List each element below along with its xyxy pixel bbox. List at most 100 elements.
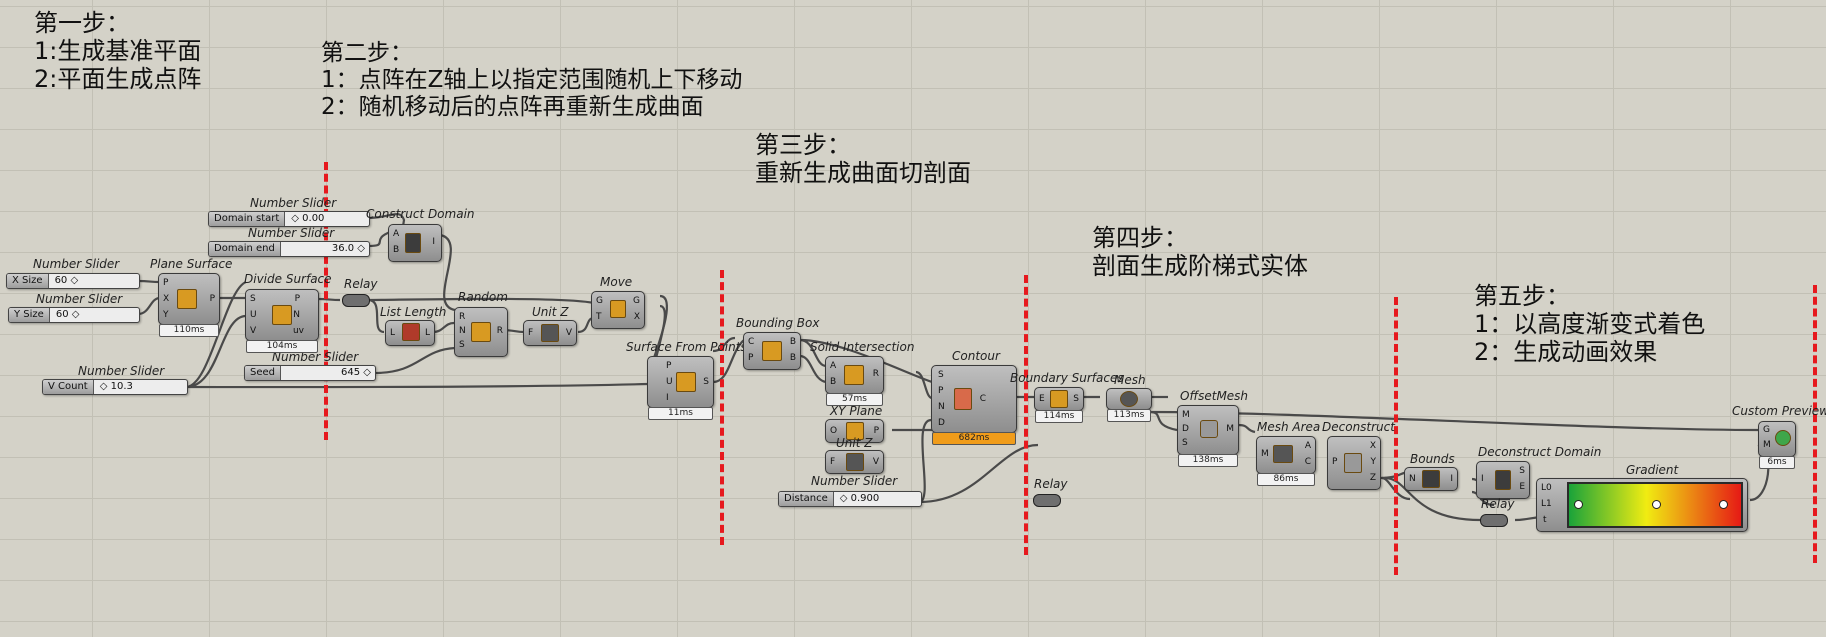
gradient-stop-handle[interactable] bbox=[1652, 500, 1661, 509]
output-pin[interactable]: I bbox=[1450, 474, 1453, 484]
input-pin[interactable]: S bbox=[459, 340, 465, 350]
input-pin[interactable]: P bbox=[938, 386, 944, 396]
output-pin[interactable]: V bbox=[872, 457, 879, 467]
gradient-component[interactable]: L0 L1 t bbox=[1536, 478, 1748, 532]
input-pin[interactable]: I bbox=[666, 393, 669, 403]
unit-z-component[interactable]: F V bbox=[825, 450, 884, 474]
input-pin[interactable]: T bbox=[596, 312, 602, 322]
slider-value[interactable]: ◇ 10.3 bbox=[99, 381, 133, 392]
xy-plane-component[interactable]: O P bbox=[825, 419, 884, 443]
output-pin[interactable]: uv bbox=[292, 326, 304, 336]
input-pin[interactable]: B bbox=[393, 245, 400, 255]
bounding-box-component[interactable]: C P B B bbox=[743, 332, 801, 370]
deconstruct-component[interactable]: P X Y Z bbox=[1327, 436, 1381, 490]
input-pin[interactable]: S bbox=[1182, 438, 1188, 448]
input-pin[interactable]: U bbox=[666, 377, 673, 387]
input-pin[interactable]: P bbox=[666, 361, 672, 371]
bounds-component[interactable]: N I bbox=[1404, 467, 1458, 491]
input-pin[interactable]: U bbox=[250, 310, 257, 320]
output-pin[interactable]: E bbox=[1519, 482, 1525, 492]
output-pin[interactable]: P bbox=[873, 426, 879, 436]
output-pin[interactable]: M bbox=[1226, 424, 1234, 434]
v-count-slider[interactable]: V Count ◇ 10.3 bbox=[42, 379, 188, 395]
gradient-stop-handle[interactable] bbox=[1719, 500, 1728, 509]
slider-value[interactable]: 60 ◇ bbox=[55, 309, 80, 320]
y-size-slider[interactable]: Y Size 60 ◇ bbox=[8, 307, 140, 323]
output-pin[interactable]: S bbox=[703, 377, 709, 387]
random-component[interactable]: R N S R bbox=[454, 307, 508, 357]
output-pin[interactable]: P bbox=[294, 294, 300, 304]
input-pin[interactable]: A bbox=[393, 229, 400, 239]
input-pin[interactable]: V bbox=[250, 326, 257, 336]
slider-value[interactable]: ◇ 0.00 bbox=[291, 213, 325, 224]
input-pin[interactable]: S bbox=[938, 370, 944, 380]
output-pin[interactable]: R bbox=[496, 326, 503, 336]
input-pin[interactable]: M bbox=[1261, 449, 1269, 459]
input-pin[interactable]: t bbox=[1543, 515, 1547, 525]
output-pin[interactable]: B bbox=[789, 337, 796, 347]
input-pin[interactable]: N bbox=[938, 402, 945, 412]
input-pin[interactable]: D bbox=[938, 418, 945, 428]
seed-slider[interactable]: Seed 645 ◇ bbox=[244, 365, 376, 381]
boundary-surfaces-component[interactable]: E S 114ms bbox=[1034, 387, 1084, 423]
input-pin[interactable]: S bbox=[250, 294, 256, 304]
output-pin[interactable]: B bbox=[789, 353, 796, 363]
slider-value[interactable]: ◇ 0.900 bbox=[839, 493, 880, 504]
relay-node[interactable] bbox=[342, 294, 370, 307]
output-pin[interactable]: R bbox=[872, 369, 879, 379]
construct-domain-component[interactable]: A B I bbox=[388, 224, 442, 262]
input-pin[interactable]: F bbox=[528, 328, 534, 338]
input-pin[interactable]: C bbox=[748, 337, 755, 347]
output-pin[interactable]: C bbox=[1304, 457, 1311, 467]
input-pin[interactable]: N bbox=[1409, 474, 1416, 484]
mesh-component[interactable]: 113ms bbox=[1106, 388, 1152, 422]
surface-from-points-component[interactable]: P U I S 11ms bbox=[647, 356, 714, 420]
domain-start-slider[interactable]: Domain start ◇ 0.00 bbox=[208, 211, 370, 227]
output-pin[interactable]: S bbox=[1519, 466, 1525, 476]
x-size-slider[interactable]: X Size 60 ◇ bbox=[6, 273, 140, 289]
output-pin[interactable]: S bbox=[1073, 394, 1079, 404]
input-pin[interactable]: M bbox=[1182, 410, 1190, 420]
domain-end-slider[interactable]: Domain end 36.0 ◇ bbox=[208, 241, 370, 257]
slider-value[interactable]: 60 ◇ bbox=[54, 275, 79, 286]
input-pin[interactable]: P bbox=[1332, 457, 1338, 467]
input-pin[interactable]: I bbox=[1481, 474, 1484, 484]
output-pin[interactable]: Z bbox=[1369, 473, 1376, 483]
distance-slider[interactable]: Distance ◇ 0.900 bbox=[778, 491, 922, 507]
input-pin[interactable]: P bbox=[163, 278, 169, 288]
list-length-component[interactable]: L L bbox=[385, 320, 435, 346]
output-pin[interactable]: I bbox=[432, 237, 435, 247]
input-pin[interactable]: L bbox=[390, 328, 396, 338]
custom-preview-component[interactable]: G M 6ms bbox=[1758, 421, 1796, 469]
gradient-bar[interactable] bbox=[1567, 482, 1743, 528]
input-pin[interactable]: X bbox=[163, 294, 170, 304]
output-pin[interactable]: X bbox=[633, 312, 640, 322]
output-pin[interactable]: Y bbox=[1370, 457, 1377, 467]
unit-z-component[interactable]: F V bbox=[523, 320, 577, 346]
input-pin[interactable]: Y bbox=[163, 310, 169, 320]
input-pin[interactable]: L1 bbox=[1541, 499, 1552, 509]
output-pin[interactable]: P bbox=[209, 294, 215, 304]
relay-node[interactable] bbox=[1033, 494, 1061, 507]
gradient-stop-handle[interactable] bbox=[1574, 500, 1583, 509]
input-pin[interactable]: G bbox=[596, 296, 603, 306]
input-pin[interactable]: G bbox=[1763, 425, 1770, 435]
contour-component[interactable]: S P N D C 682ms bbox=[931, 365, 1017, 445]
move-component[interactable]: G T G X bbox=[591, 291, 645, 329]
input-pin[interactable]: B bbox=[830, 377, 837, 387]
plane-surface-component[interactable]: P X Y P 110ms bbox=[158, 273, 220, 337]
output-pin[interactable]: V bbox=[565, 328, 572, 338]
input-pin[interactable]: M bbox=[1763, 440, 1771, 450]
output-pin[interactable]: G bbox=[633, 296, 640, 306]
input-pin[interactable]: F bbox=[830, 457, 836, 467]
output-pin[interactable]: C bbox=[979, 394, 986, 404]
relay-node[interactable] bbox=[1480, 514, 1508, 527]
divide-surface-component[interactable]: S U V P N uv 104ms bbox=[245, 289, 319, 353]
output-pin[interactable]: N bbox=[293, 310, 300, 320]
deconstruct-domain-component[interactable]: I S E bbox=[1476, 461, 1530, 499]
slider-value[interactable]: 36.0 ◇ bbox=[331, 243, 365, 254]
input-pin[interactable]: P bbox=[748, 353, 754, 363]
offset-mesh-component[interactable]: M D S M 138ms bbox=[1177, 405, 1239, 467]
output-pin[interactable]: L bbox=[424, 328, 430, 338]
output-pin[interactable]: A bbox=[1304, 441, 1311, 451]
